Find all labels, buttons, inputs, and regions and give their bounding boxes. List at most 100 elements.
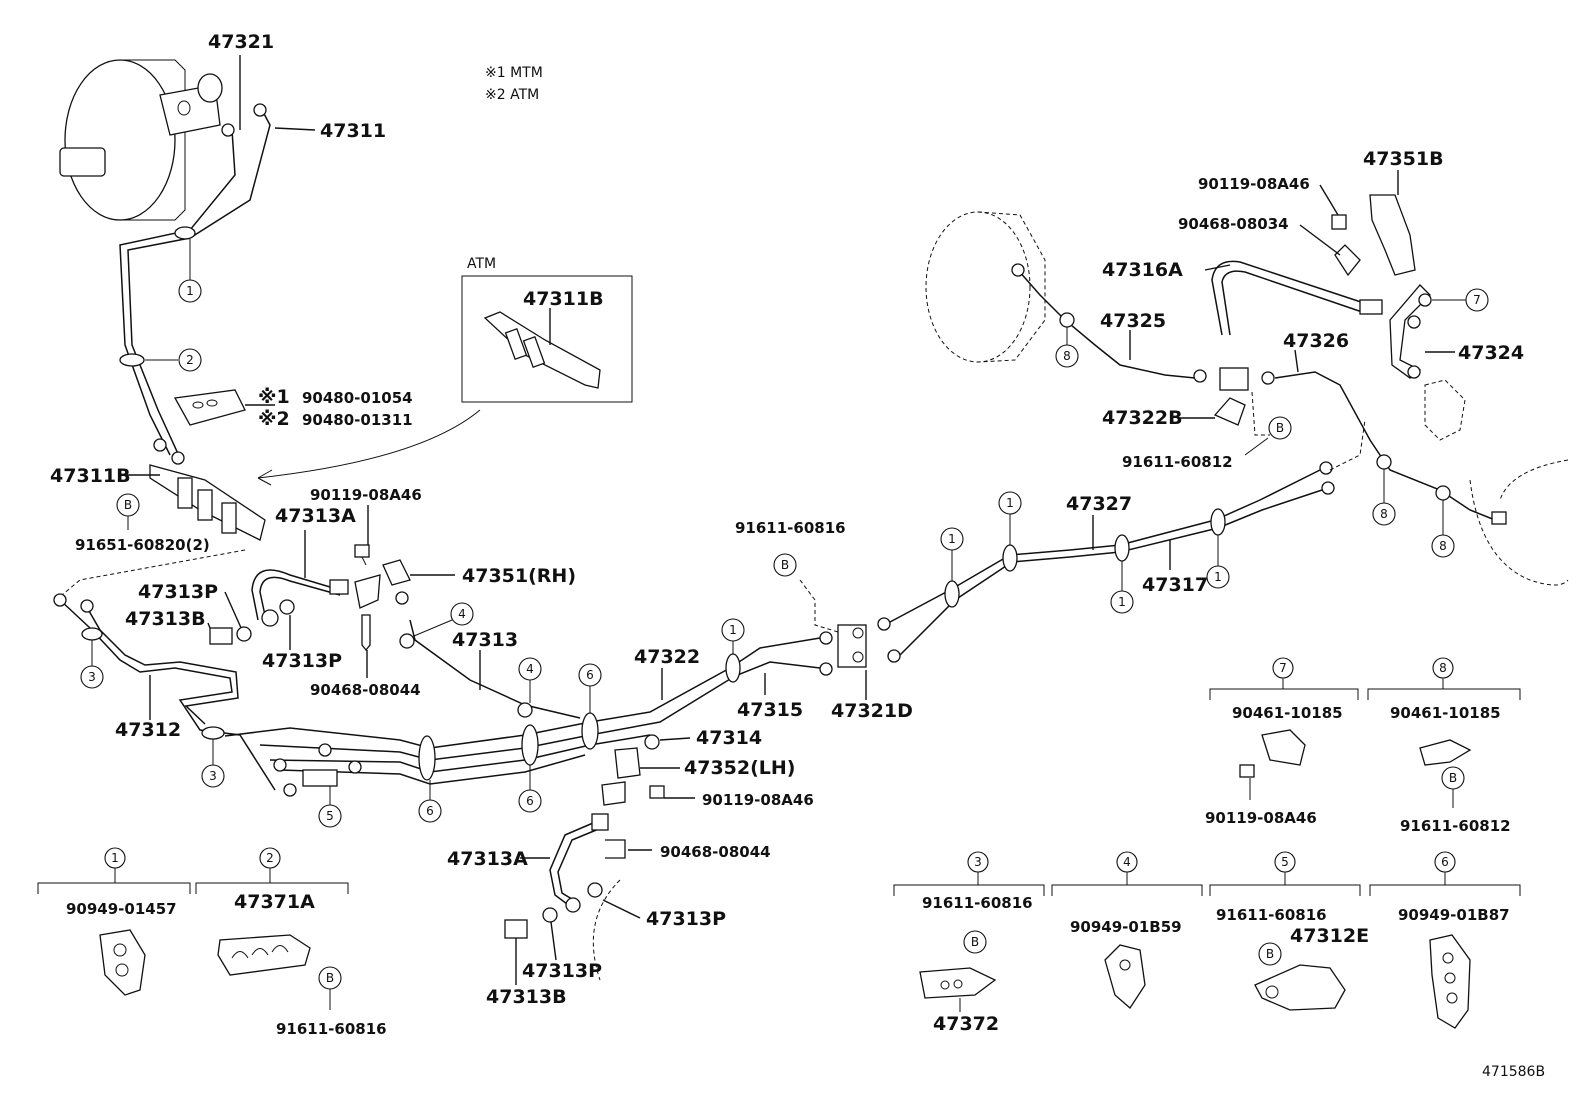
part-47313b-a-label: 47313B <box>125 608 206 630</box>
part-47314-label: 47314 <box>696 727 762 749</box>
part-47321-label: 47321 <box>208 31 274 53</box>
part-47313-label: 47313 <box>452 629 518 651</box>
clip-90949-01b59 <box>1104 944 1146 1009</box>
part-47321d-label: 47321D <box>831 700 913 722</box>
part-47313p-c-label: 47313P <box>646 908 726 930</box>
callout-3-a: 3 <box>88 670 96 684</box>
part-90119-c-label: 90119-08A46 <box>1198 175 1310 193</box>
part-47352lh-label: 47352(LH) <box>684 757 795 779</box>
legend-8-sub: 91611-60812 <box>1400 817 1511 835</box>
legend-3-b: B <box>971 935 979 949</box>
part-47326-label: 47326 <box>1283 330 1349 352</box>
callout-1-a: 1 <box>186 284 194 298</box>
junction-47311b <box>149 464 266 541</box>
part-47351rh-label: 47351(RH) <box>462 565 576 587</box>
part-91611-mid-label: 91611-60816 <box>735 519 846 537</box>
part-47311b-inset-label: 47311B <box>523 288 604 310</box>
rear-drum <box>925 211 1046 363</box>
legend-3-part: 91611-60816 <box>922 894 1033 912</box>
callout-8-a: 8 <box>1063 349 1071 363</box>
part-47313a-bottom-label: 47313A <box>447 848 528 870</box>
clip-90949-01b87 <box>1429 934 1471 1029</box>
part-90480-01311-label: 90480-01311 <box>302 411 413 429</box>
callout-1-f: 1 <box>1214 570 1222 584</box>
part-47322b-label: 47322B <box>1102 407 1183 429</box>
part-47312-label: 47312 <box>115 719 181 741</box>
brake-booster <box>59 59 223 221</box>
legend-7-part: 90461-10185 <box>1232 704 1343 722</box>
part-90468-b-label: 90468-08044 <box>660 843 771 861</box>
part-91611-right-label: 91611-60812 <box>1122 453 1233 471</box>
legend-5-b: B <box>1266 947 1274 961</box>
part-47316a-label: 47316A <box>1102 259 1183 281</box>
part-47313p-a-label: 47313P <box>138 581 218 603</box>
part-47325-label: 47325 <box>1100 310 1166 332</box>
part-47313a-top-label: 47313A <box>275 505 356 527</box>
junction-47321d <box>819 617 901 676</box>
callout-1-c: 1 <box>948 532 956 546</box>
callout-b-mid: B <box>781 558 789 572</box>
callout-b-91651: B <box>124 498 132 512</box>
atm-box-label: ATM <box>467 256 496 272</box>
callout-6-b: 6 <box>526 794 534 808</box>
part-90119-b-label: 90119-08A46 <box>702 791 814 809</box>
part-47313b-b-label: 47313B <box>486 986 567 1008</box>
part-90480-01054-label: 90480-01054 <box>302 389 413 407</box>
part-47313p-b-label: 47313P <box>262 650 342 672</box>
callout-b-right: B <box>1276 421 1284 435</box>
part-47324-label: 47324 <box>1458 342 1524 364</box>
legend-2-b: B <box>326 971 334 985</box>
legend-4-part: 90949-01B59 <box>1070 918 1182 936</box>
clip-90949-01457 <box>99 929 146 996</box>
mark-2: ※2 <box>258 408 290 430</box>
note-atm: ※2 ATM <box>485 87 539 103</box>
legend-4-num: 4 <box>1123 855 1131 869</box>
callout-6-a: 6 <box>426 804 434 818</box>
legend-8-part: 90461-10185 <box>1390 704 1501 722</box>
part-47322-label: 47322 <box>634 646 700 668</box>
legend-1-num: 1 <box>111 851 119 865</box>
legend-7-num: 7 <box>1279 661 1287 675</box>
part-90468-a-label: 90468-08044 <box>310 681 421 699</box>
legend-2-part: 47371A <box>234 891 315 913</box>
callout-6-c: 6 <box>586 668 594 682</box>
callout-4-a: 4 <box>526 662 534 676</box>
legend-6-part: 90949-01B87 <box>1398 906 1510 924</box>
part-47313p-d-label: 47313P <box>522 960 602 982</box>
callout-8-b: 8 <box>1380 507 1388 521</box>
legend-3-sub: 47372 <box>933 1013 999 1035</box>
callout-1-b: 1 <box>729 623 737 637</box>
clamp-90461-b <box>1419 739 1472 766</box>
callout-8-c: 8 <box>1439 539 1447 553</box>
clamp-47312e <box>1254 964 1346 1011</box>
part-90119-a-label: 90119-08A46 <box>310 486 422 504</box>
clamp-47371a <box>217 934 311 976</box>
part-47311-label: 47311 <box>320 120 386 142</box>
mark-1: ※1 <box>258 386 290 408</box>
callout-2-a: 2 <box>186 353 194 367</box>
legend-8-num: 8 <box>1439 661 1447 675</box>
legend-5-part: 91611-60816 <box>1216 906 1327 924</box>
grommet-90480 <box>173 389 246 426</box>
callout-4-b: 4 <box>458 607 466 621</box>
figure-id: 471586B <box>1482 1064 1545 1080</box>
legend-1-part: 90949-01457 <box>66 900 177 918</box>
note-mtm: ※1 MTM <box>485 65 543 81</box>
legend-5-sub: 47312E <box>1290 925 1369 947</box>
part-47327-label: 47327 <box>1066 493 1132 515</box>
part-47311b-label: 47311B <box>50 465 131 487</box>
bolt-90119-a <box>354 544 370 566</box>
legend-3-num: 3 <box>974 855 982 869</box>
legend-6-num: 6 <box>1441 855 1449 869</box>
callout-7-a: 7 <box>1473 293 1481 307</box>
legend-2-num: 2 <box>266 851 274 865</box>
part-47351b-label: 47351B <box>1363 148 1444 170</box>
legend-5-num: 5 <box>1281 855 1289 869</box>
part-90468-c-label: 90468-08034 <box>1178 215 1289 233</box>
callout-1-e: 1 <box>1118 595 1126 609</box>
part-91651-label: 91651-60820(2) <box>75 536 210 554</box>
part-47317-label: 47317 <box>1142 574 1208 596</box>
clamp-47372 <box>919 967 997 999</box>
part-47315-label: 47315 <box>737 699 803 721</box>
